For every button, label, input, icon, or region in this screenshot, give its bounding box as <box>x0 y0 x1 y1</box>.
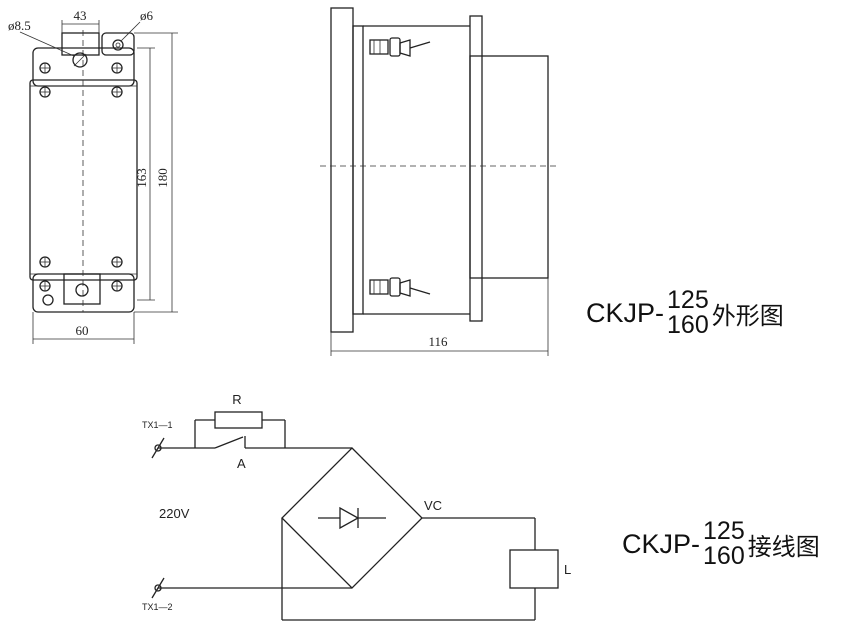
vc-label: VC <box>424 498 442 513</box>
screw-icon <box>39 86 51 98</box>
side-view: 116 <box>320 7 560 356</box>
terminal-top-icon <box>151 437 165 459</box>
screw-icon <box>39 280 51 292</box>
side-plate <box>352 25 364 315</box>
contact-label: A <box>237 456 246 471</box>
wiring-title-suffix: 接线图 <box>747 532 820 561</box>
dim-label-hole-small: ø6 <box>140 8 154 23</box>
screw-icon <box>111 256 123 268</box>
terminal-screw-bottom-icon <box>369 277 431 297</box>
outline-title-numerator: 125 <box>667 286 709 314</box>
side-flange <box>330 7 354 333</box>
voltage-label: 220V <box>159 506 190 521</box>
dim-inner-height: 163 <box>134 47 155 301</box>
dim-outer-height: 180 <box>134 32 178 313</box>
terminal-bottom-label: TX1—2 <box>142 602 173 612</box>
dim-label-outer-height: 180 <box>155 168 170 188</box>
dim-label-hole-large: ø8.5 <box>8 18 31 33</box>
wiring-title-fraction: 125 160 <box>703 519 745 569</box>
dim-label-bottom-width: 60 <box>76 323 89 338</box>
load-label: L <box>564 562 571 577</box>
contact-icon <box>214 436 244 449</box>
mounting-hole-large <box>72 52 88 68</box>
outline-title-denominator: 160 <box>667 311 709 339</box>
top-small-tab <box>101 32 135 56</box>
dim-label-depth: 116 <box>428 334 448 349</box>
main-body <box>29 79 138 281</box>
outline-title: CKJP- 125 160 外形图 <box>586 288 784 338</box>
dim-label-top-width: 43 <box>74 8 87 23</box>
diode-icon <box>318 506 386 530</box>
top-tab <box>61 32 100 56</box>
dim-hole-large: ø8.5 <box>8 18 75 57</box>
terminal-bottom-icon <box>151 577 165 599</box>
wiring-title: CKJP- 125 160 接线图 <box>622 519 820 569</box>
wiring-title-numerator: 125 <box>703 517 745 545</box>
screw-icon <box>111 86 123 98</box>
side-body <box>469 55 549 279</box>
screw-icon <box>111 62 123 74</box>
terminal-top-label: TX1—1 <box>142 420 173 430</box>
screw-icon <box>39 256 51 268</box>
screw-icon <box>39 62 51 74</box>
front-view: 43 ø8.5 ø6 163 180 <box>8 8 178 344</box>
outline-title-fraction: 125 160 <box>667 288 709 338</box>
bottom-tab <box>63 273 101 305</box>
dim-label-inner-height: 163 <box>134 168 149 188</box>
mounting-hole-bottom <box>42 283 89 306</box>
wiring-title-denominator: 160 <box>703 542 745 570</box>
wiring-title-model: CKJP- <box>622 528 701 559</box>
outline-title-suffix: 外形图 <box>711 301 784 330</box>
outline-title-model: CKJP- <box>586 297 665 328</box>
wiring-diagram: TX1—1 R A 220V TX1—2 <box>142 392 571 621</box>
dim-hole-small: ø6 <box>120 8 154 42</box>
side-rib <box>469 15 483 322</box>
dim-depth: 116 <box>330 278 549 356</box>
screw-icon <box>111 280 123 292</box>
resistor-label: R <box>232 392 241 407</box>
resistor-icon <box>214 411 263 429</box>
bridge-rectifier <box>281 447 423 589</box>
dim-top-width: 43 <box>61 8 100 33</box>
mounting-hole-small <box>112 39 124 51</box>
dim-bottom-width: 60 <box>32 312 135 344</box>
terminal-screw-top-icon <box>369 37 431 57</box>
load-coil-icon <box>509 549 559 589</box>
